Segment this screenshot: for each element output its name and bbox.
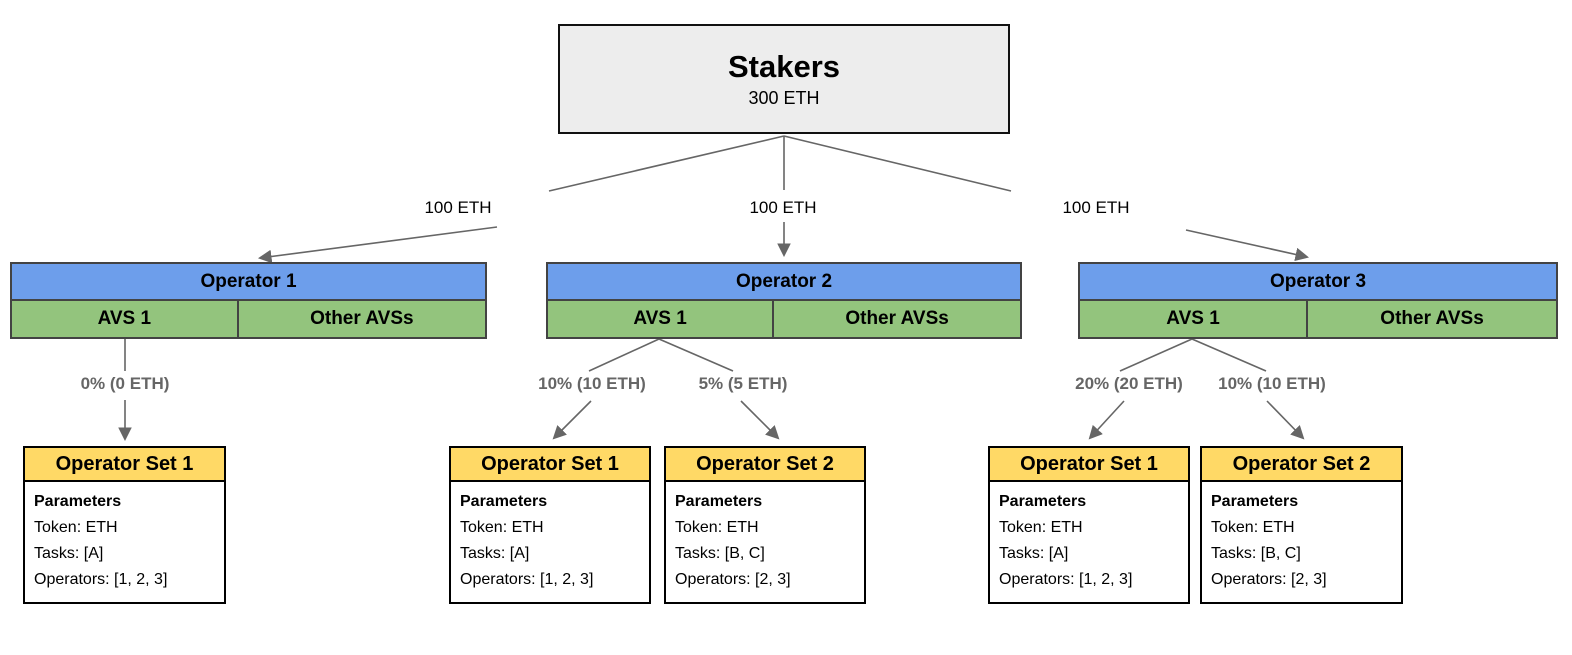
op3-allocation-label-1: 20% (20 ETH) (1075, 374, 1183, 393)
operator-1-box: Operator 1 AVS 1 Other AVSs (10, 262, 487, 339)
op2-operator-set-2-title: Operator Set 2 (666, 448, 864, 482)
flow-label-2: 100 ETH (749, 198, 817, 217)
op2-alloc-line-2 (658, 338, 734, 372)
params-token: Token: ETH (34, 519, 118, 536)
params-operators: Operators: [1, 2, 3] (460, 571, 594, 588)
operator-1-avs-row: AVS 1 Other AVSs (12, 301, 485, 337)
op3-alloc-line-1 (1119, 338, 1193, 372)
params-tasks: Tasks: [A] (999, 545, 1069, 562)
stakers-amount: 300 ETH (748, 88, 820, 108)
params-token: Token: ETH (460, 519, 544, 536)
arrow-to-operator-3 (1185, 229, 1309, 262)
operator-3-other-avs-cell: Other AVSs (1308, 301, 1556, 337)
params-token: Token: ETH (999, 519, 1083, 536)
op2-operator-set-1-params: Parameters Token: ETH Tasks: [A] Operato… (451, 482, 649, 602)
op1-operator-set-1-box: Operator Set 1 Parameters Token: ETH Tas… (23, 446, 226, 604)
params-operators: Operators: [2, 3] (675, 571, 791, 588)
operator-2-header: Operator 2 (548, 264, 1020, 299)
operator-3-header: Operator 3 (1080, 264, 1556, 299)
params-tasks: Tasks: [A] (460, 545, 530, 562)
op2-allocation-label-2: 5% (5 ETH) (698, 374, 788, 393)
operator-2-other-avs-cell: Other AVSs (774, 301, 1020, 337)
op3-operator-set-2-title: Operator Set 2 (1202, 448, 1401, 482)
op2-alloc-line-1 (588, 338, 660, 372)
arrow-to-operator-1 (257, 226, 498, 264)
params-tasks: Tasks: [B, C] (1211, 545, 1301, 562)
op2-operator-set-1-title: Operator Set 1 (451, 448, 649, 482)
operator-2-avs1-cell: AVS 1 (548, 301, 773, 337)
op3-allocation-label-2: 10% (10 ETH) (1218, 374, 1326, 393)
params-operators: Operators: [2, 3] (1211, 571, 1327, 588)
flow-label-1: 100 ETH (424, 198, 492, 217)
params-heading: Parameters (1211, 493, 1299, 510)
op2-alloc-arrow-1 (552, 400, 592, 440)
flow-label-3: 100 ETH (1062, 198, 1130, 217)
stakers-box: Stakers 300 ETH (558, 24, 1010, 134)
params-token: Token: ETH (1211, 519, 1295, 536)
params-heading: Parameters (675, 493, 763, 510)
op3-operator-set-2-box: Operator Set 2 Parameters Token: ETH Tas… (1200, 446, 1403, 604)
params-heading: Parameters (460, 493, 548, 510)
op1-allocation-label-1: 0% (0 ETH) (80, 374, 170, 393)
operator-1-other-avs-cell: Other AVSs (238, 301, 485, 337)
op3-alloc-line-2 (1191, 338, 1267, 372)
params-tasks: Tasks: [A] (34, 545, 104, 562)
operator-3-box: Operator 3 AVS 1 Other AVSs (1078, 262, 1558, 339)
stakers-title: Stakers (727, 49, 841, 84)
op2-allocation-label-1: 10% (10 ETH) (538, 374, 646, 393)
op2-operator-set-1-box: Operator Set 1 Parameters Token: ETH Tas… (449, 446, 651, 604)
op3-alloc-arrow-1 (1088, 400, 1125, 440)
op3-operator-set-1-title: Operator Set 1 (990, 448, 1188, 482)
operator-3-avs-row: AVS 1 Other AVSs (1080, 301, 1556, 337)
op3-alloc-arrow-2 (1266, 400, 1305, 440)
params-token: Token: ETH (675, 519, 759, 536)
operator-2-avs-row: AVS 1 Other AVSs (548, 301, 1020, 337)
fan-line-left (548, 135, 785, 192)
operator-1-avs1-cell: AVS 1 (12, 301, 237, 337)
op3-operator-set-2-params: Parameters Token: ETH Tasks: [B, C] Oper… (1202, 482, 1401, 602)
op3-operator-set-1-box: Operator Set 1 Parameters Token: ETH Tas… (988, 446, 1190, 604)
op2-operator-set-2-box: Operator Set 2 Parameters Token: ETH Tas… (664, 446, 866, 604)
params-heading: Parameters (34, 493, 122, 510)
op2-alloc-arrow-2 (740, 400, 780, 440)
op1-operator-set-1-title: Operator Set 1 (25, 448, 224, 482)
params-operators: Operators: [1, 2, 3] (999, 571, 1133, 588)
operator-3-avs1-cell: AVS 1 (1080, 301, 1307, 337)
op1-operator-set-1-params: Parameters Token: ETH Tasks: [A] Operato… (25, 482, 224, 602)
params-heading: Parameters (999, 493, 1087, 510)
fan-line-right (783, 135, 1012, 192)
operator-1-header: Operator 1 (12, 264, 485, 299)
op2-operator-set-2-params: Parameters Token: ETH Tasks: [B, C] Oper… (666, 482, 864, 602)
op3-operator-set-1-params: Parameters Token: ETH Tasks: [A] Operato… (990, 482, 1188, 602)
operator-2-box: Operator 2 AVS 1 Other AVSs (546, 262, 1022, 339)
params-operators: Operators: [1, 2, 3] (34, 571, 168, 588)
params-tasks: Tasks: [B, C] (675, 545, 765, 562)
